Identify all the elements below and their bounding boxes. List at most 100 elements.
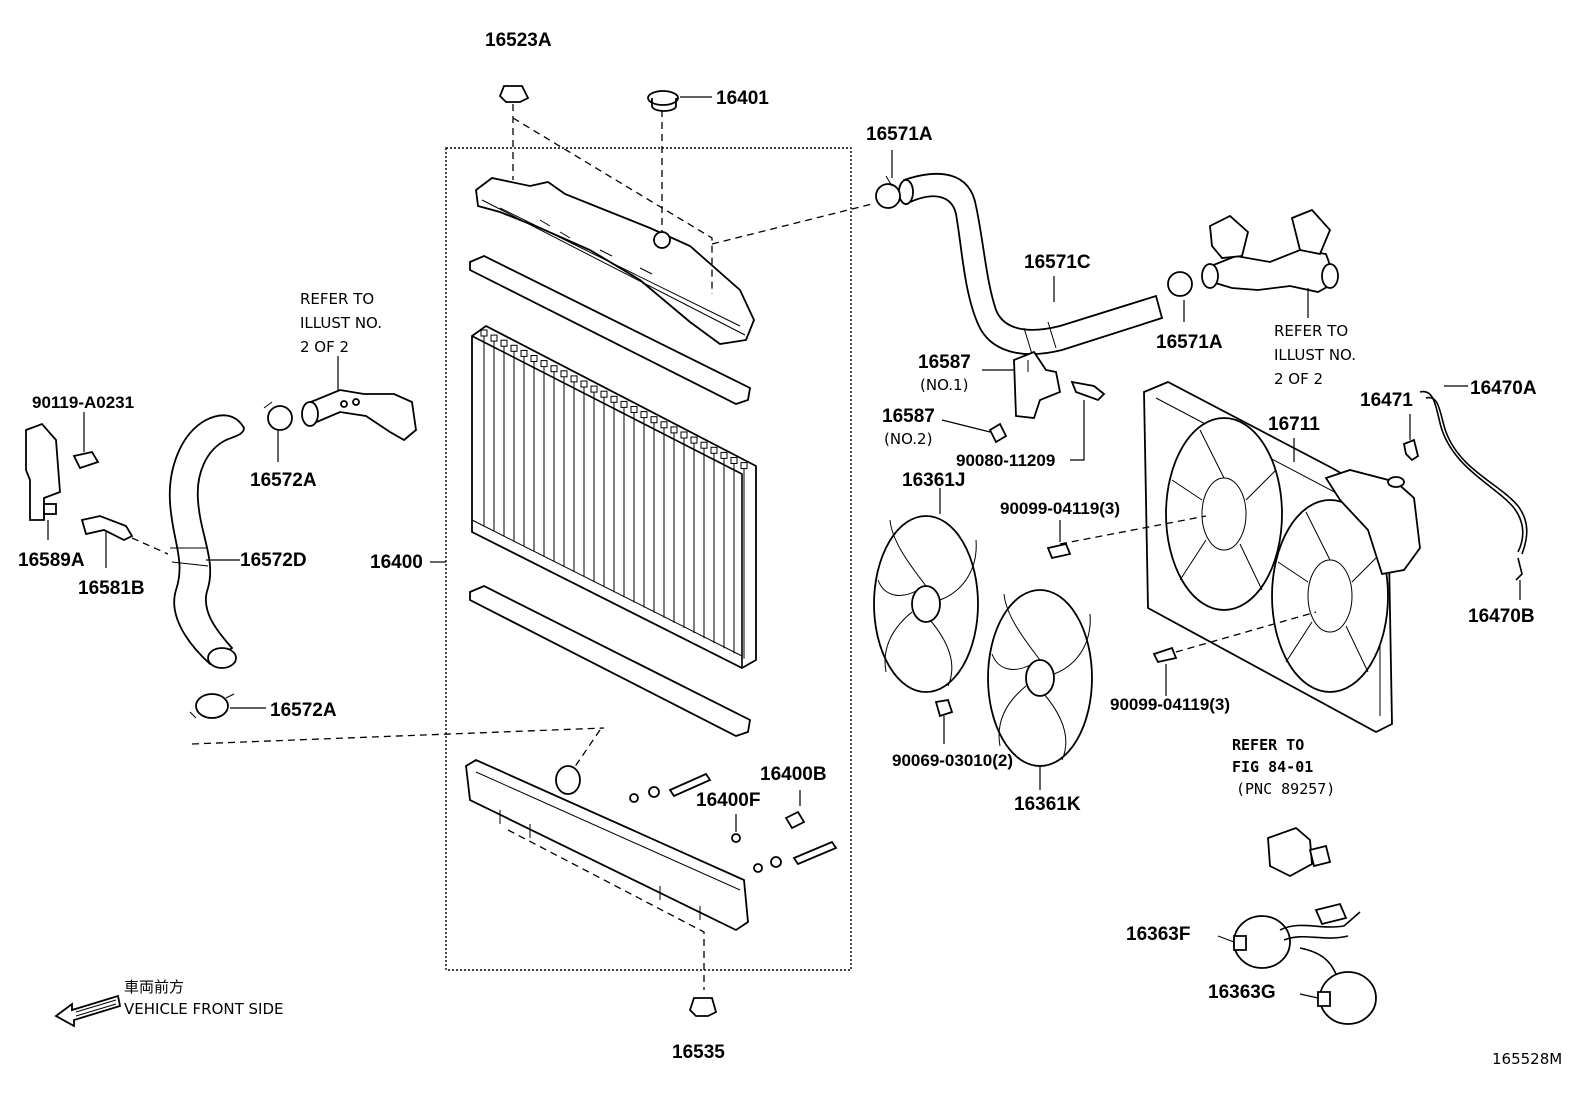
- fan-16361J[interactable]: [873, 515, 979, 693]
- label-16581B: 16581B: [78, 578, 145, 599]
- upper-cushion[interactable]: [498, 85, 530, 103]
- vehicle-front-arrow: [54, 994, 122, 1028]
- lower-gasket: [469, 585, 751, 737]
- label-90119-A0231: 90119-A0231: [32, 393, 134, 412]
- radiator-assembly-box: [445, 147, 852, 971]
- refer-fig-line1: REFER TO: [1232, 736, 1304, 754]
- label-16363G: 16363G: [1208, 982, 1276, 1003]
- core-fin-cap: [620, 400, 628, 408]
- refer-illust-left-line1: REFER TO: [300, 290, 374, 308]
- upper-hose-clamp-a[interactable]: [875, 175, 901, 209]
- label-90099-b: 90099-04119(3): [1110, 695, 1230, 714]
- bolt-90099-b[interactable]: [1152, 646, 1178, 664]
- label-16471: 16471: [1360, 390, 1413, 411]
- core-fin-cap: [600, 390, 608, 398]
- label-16523A: 16523A: [485, 30, 552, 51]
- core-fin-cap: [510, 344, 518, 352]
- label-16711: 16711: [1268, 414, 1320, 435]
- core-fin-cap: [520, 349, 528, 357]
- fan-resistor[interactable]: [1267, 826, 1332, 878]
- lower-radiator-hose[interactable]: [168, 414, 245, 669]
- fan-motor-16363F[interactable]: [1233, 902, 1361, 969]
- core-fin-cap: [530, 355, 538, 362]
- core-fin-cap: [680, 431, 688, 439]
- refer-illust-left-line2: ILLUST NO.: [300, 314, 382, 332]
- hose-clamp-16581B[interactable]: [80, 515, 134, 542]
- clip-16470B[interactable]: [1515, 557, 1523, 581]
- radiator-core-fins: [480, 329, 748, 659]
- core-fin-cap: [690, 436, 698, 444]
- label-16400F: 16400F: [696, 790, 760, 811]
- hose-clamp-16471[interactable]: [1402, 438, 1420, 462]
- bolt-90080[interactable]: [1070, 380, 1106, 402]
- overflow-hose[interactable]: [1419, 390, 1528, 555]
- label-16400: 16400: [370, 552, 423, 573]
- core-fin-cap: [490, 334, 498, 342]
- fan-motor-16363G[interactable]: [1299, 947, 1377, 1025]
- upper-gasket: [469, 255, 751, 405]
- drawing-number: 165528M: [1492, 1050, 1562, 1068]
- core-fin-cap: [580, 380, 588, 388]
- front-label-en: VEHICLE FRONT SIDE: [124, 1000, 284, 1018]
- refer-fig-line2: FIG 84-01: [1232, 758, 1313, 776]
- fan-16361K[interactable]: [987, 589, 1093, 767]
- label-16400B: 16400B: [760, 764, 827, 785]
- upper-hose-clamp-left[interactable]: [263, 401, 293, 431]
- core-fin-cap: [480, 329, 488, 337]
- label-16587-no1-sub: (NO.1): [920, 376, 968, 394]
- front-label-jp: 車両前方: [124, 978, 184, 996]
- core-fin-cap: [640, 411, 648, 419]
- core-fin-cap: [500, 339, 508, 347]
- lower-cushion[interactable]: [688, 997, 718, 1017]
- refer-illust-left-line3: 2 OF 2: [300, 338, 349, 356]
- upper-hose-clamp-b[interactable]: [1167, 271, 1193, 297]
- label-16572A-top: 16572A: [250, 470, 317, 491]
- core-fin-cap: [630, 406, 638, 413]
- refer-illust-right-line1: REFER TO: [1274, 322, 1348, 340]
- nut-90069[interactable]: [934, 698, 954, 718]
- label-16571A-right: 16571A: [1156, 332, 1223, 353]
- core-fin-cap: [720, 451, 728, 459]
- outlet-pipe[interactable]: [301, 389, 417, 442]
- reserve-tank[interactable]: [1324, 469, 1421, 576]
- core-fin-cap: [700, 441, 708, 449]
- water-inlet-housing[interactable]: [1201, 208, 1339, 293]
- core-fin-cap: [610, 395, 618, 403]
- label-16587-no2: 16587: [882, 406, 935, 427]
- refer-illust-right-line3: 2 OF 2: [1274, 370, 1323, 388]
- core-fin-cap: [570, 375, 578, 383]
- hose-bracket[interactable]: [25, 422, 61, 521]
- core-fin-cap: [670, 426, 678, 434]
- bolt-90119[interactable]: [72, 450, 100, 470]
- label-16572D: 16572D: [240, 550, 307, 571]
- drain-parts[interactable]: [629, 772, 838, 873]
- upper-radiator-hose[interactable]: [898, 173, 1164, 356]
- core-fin-cap: [550, 365, 558, 373]
- fan-shroud[interactable]: [1143, 381, 1393, 734]
- bolt-90099-a[interactable]: [1046, 542, 1072, 560]
- core-fin-cap: [710, 446, 718, 454]
- label-16571C: 16571C: [1024, 252, 1091, 273]
- radiator-core[interactable]: [471, 324, 757, 670]
- core-fin-cap: [730, 457, 738, 464]
- label-16572A-bottom: 16572A: [270, 700, 337, 721]
- upper-tank[interactable]: [475, 177, 755, 345]
- core-fin-cap: [740, 462, 748, 470]
- hose-clamp-bottom[interactable]: [189, 693, 235, 719]
- core-fin-cap: [650, 416, 658, 424]
- label-90080-11209: 90080-11209: [956, 451, 1055, 470]
- refer-fig-line3: (PNC 89257): [1236, 780, 1335, 798]
- fan-bracket-no2[interactable]: [988, 422, 1008, 444]
- refer-illust-right-line2: ILLUST NO.: [1274, 346, 1356, 364]
- label-90099-a: 90099-04119(3): [1000, 499, 1120, 518]
- label-16589A: 16589A: [18, 550, 85, 571]
- core-fin-cap: [540, 360, 548, 368]
- lower-tank[interactable]: [465, 758, 749, 932]
- core-fin-cap: [590, 385, 598, 393]
- fan-bracket-no1[interactable]: [1013, 350, 1062, 419]
- core-fin-cap: [560, 370, 568, 378]
- radiator-cap[interactable]: [647, 90, 679, 112]
- label-16361J: 16361J: [902, 470, 965, 491]
- label-16587-no2-sub: (NO.2): [884, 430, 932, 448]
- label-16361K: 16361K: [1014, 794, 1081, 815]
